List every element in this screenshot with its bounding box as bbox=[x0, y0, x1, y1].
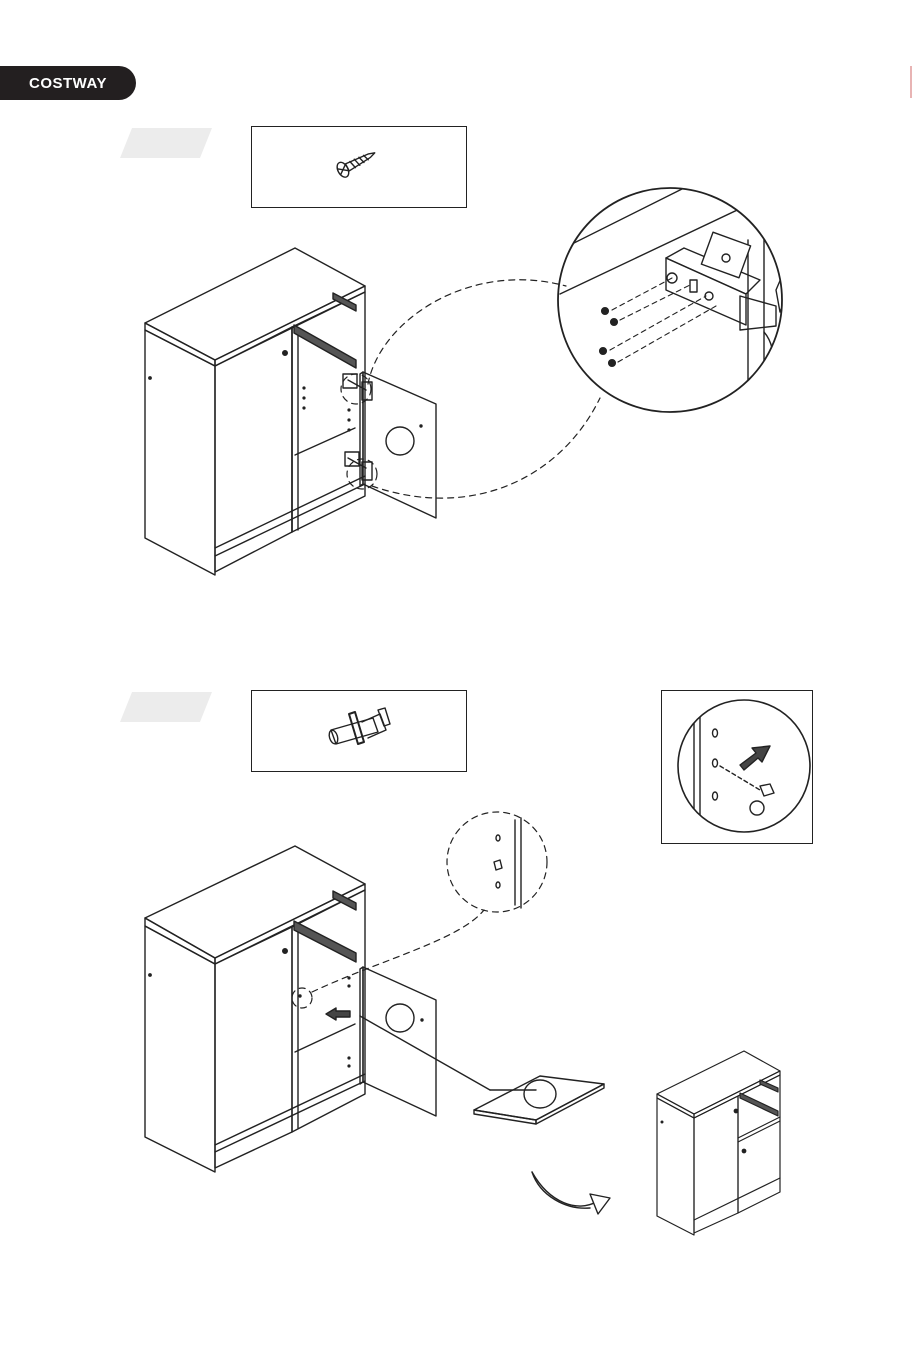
result-arrow-icon bbox=[532, 1172, 610, 1214]
screw-icon bbox=[335, 146, 379, 179]
callout-lines-step1 bbox=[341, 280, 600, 498]
cabinet-step2 bbox=[145, 846, 436, 1172]
pin-hole-zoom bbox=[494, 818, 521, 908]
cabinet-step1 bbox=[145, 248, 436, 575]
finished-cabinet bbox=[657, 1051, 780, 1235]
shelf-pin-icon bbox=[328, 708, 390, 745]
